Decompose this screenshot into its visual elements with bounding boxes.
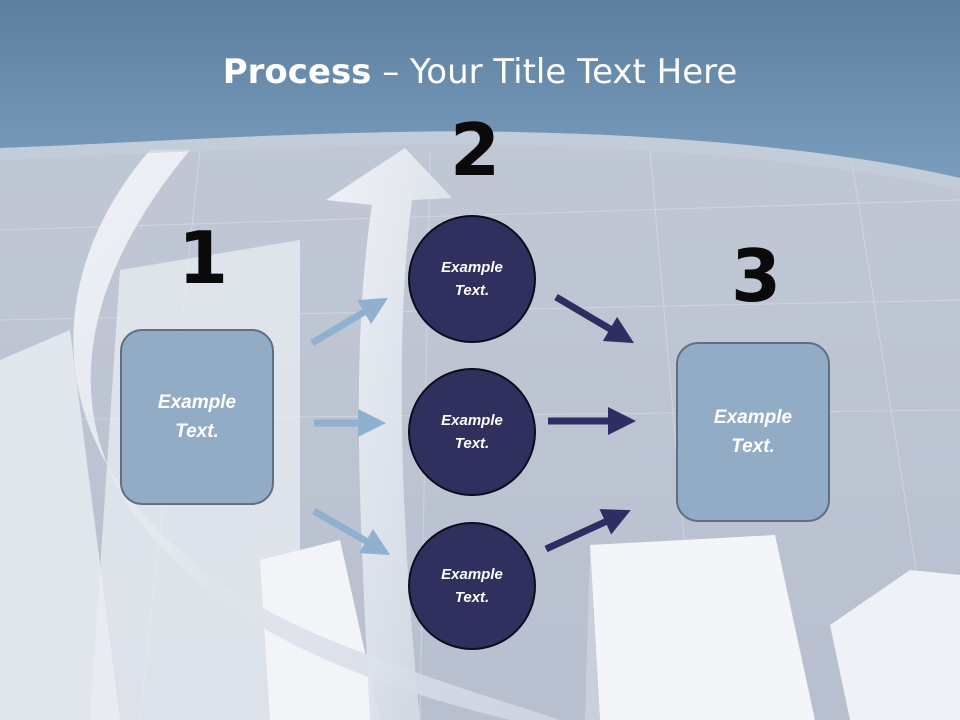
- arrow-right-icon: [544, 509, 631, 553]
- step-1-label: Example Text.: [157, 392, 237, 442]
- step-3-box: Example Text.: [676, 342, 830, 522]
- step-1-box: Example Text.: [120, 329, 274, 505]
- step-3-number: 3: [731, 234, 782, 318]
- step-2-circle-middle-label: Example Text.: [441, 412, 503, 452]
- step-2-circle-top-label: Example Text.: [441, 259, 503, 299]
- arrow-right-icon: [310, 297, 389, 347]
- step-2-number: 2: [450, 108, 501, 192]
- slide-title-rest: – Your Title Text Here: [371, 52, 738, 92]
- arrow-right-icon: [312, 507, 391, 556]
- step-2-circle-bottom: Example Text.: [408, 522, 536, 650]
- step-1-number: 1: [178, 216, 229, 300]
- arrow-right-icon: [554, 293, 635, 344]
- step-2-circle-bottom-label: Example Text.: [441, 566, 503, 606]
- slide-title-bold: Process: [222, 52, 372, 92]
- step-3-label: Example Text.: [713, 407, 793, 457]
- step-2-circle-middle: Example Text.: [408, 368, 536, 496]
- slide-title: Process – Your Title Text Here: [0, 52, 960, 92]
- step-2-circle-top: Example Text.: [408, 215, 536, 343]
